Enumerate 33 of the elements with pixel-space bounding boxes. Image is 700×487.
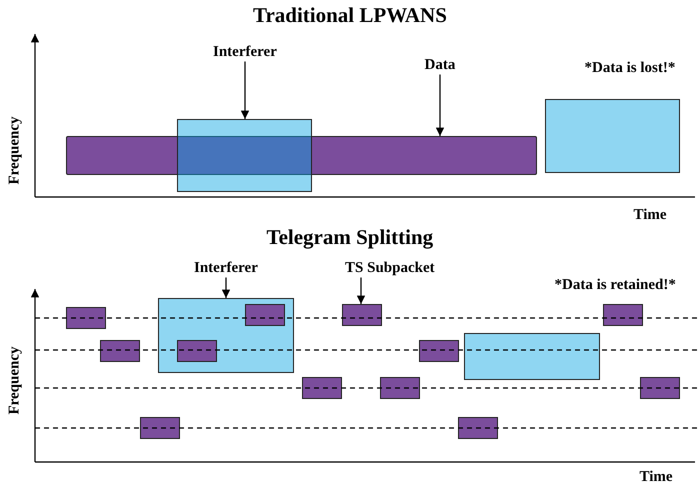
axis-label: Frequency xyxy=(6,116,24,184)
interferer-block xyxy=(464,333,600,380)
data-bar xyxy=(66,136,537,175)
callout-text: TS Subpacket xyxy=(345,260,435,276)
subpacket-block xyxy=(458,417,498,439)
interferer-block xyxy=(545,99,680,173)
subpacket-block xyxy=(640,377,680,399)
subpacket-block xyxy=(140,417,180,439)
subpacket-block xyxy=(302,377,342,399)
subpacket-block xyxy=(342,304,382,326)
callout-text: Interferer xyxy=(194,260,258,276)
arrow xyxy=(356,278,366,304)
subpacket-block xyxy=(419,340,459,362)
callout-text: Interferer xyxy=(213,44,277,60)
subpacket-block xyxy=(380,377,420,399)
axis-label: Time xyxy=(640,468,673,486)
subpacket-block xyxy=(603,304,643,326)
axis-label: Time xyxy=(634,206,667,224)
panel-heading: Traditional LPWANS xyxy=(253,2,447,28)
arrow xyxy=(436,74,444,136)
subpacket-block xyxy=(100,340,140,362)
note-text: *Data is retained!* xyxy=(554,276,676,294)
arrow xyxy=(240,62,250,119)
note-text: *Data is lost!* xyxy=(584,60,676,76)
panel-heading: Telegram Splitting xyxy=(266,224,434,250)
axis-label: Frequency xyxy=(6,346,24,414)
subpacket-block xyxy=(177,340,217,362)
subpacket-block xyxy=(245,304,285,326)
callout-text: Data xyxy=(424,56,456,74)
subpacket-block xyxy=(66,307,106,329)
interferer-block xyxy=(177,119,312,192)
interferer-block xyxy=(158,298,294,373)
arrow xyxy=(222,278,230,298)
